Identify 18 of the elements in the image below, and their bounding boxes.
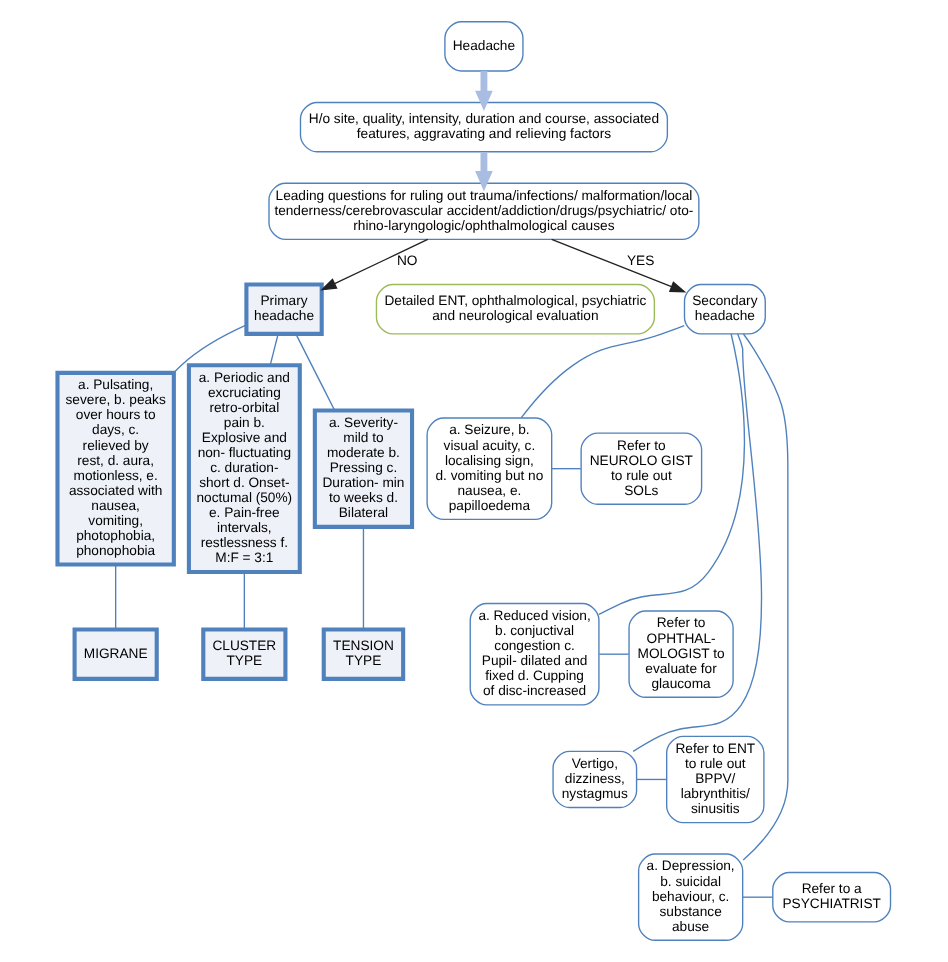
arrow: [475, 71, 493, 111]
arrow: [551, 238, 687, 293]
connector: [742, 333, 789, 861]
connector: [636, 778, 667, 781]
connector: [598, 653, 630, 655]
connector: [551, 468, 582, 470]
connector: [632, 333, 763, 752]
arrow: [320, 238, 429, 291]
connector: [269, 333, 279, 366]
connector: [362, 526, 365, 631]
connector: [295, 333, 336, 411]
connector: [243, 571, 246, 630]
connector: [520, 324, 685, 419]
connector: [173, 324, 247, 374]
connector: [598, 333, 746, 616]
connector: [114, 563, 117, 630]
arrow: [475, 152, 493, 192]
connector: [742, 896, 774, 898]
